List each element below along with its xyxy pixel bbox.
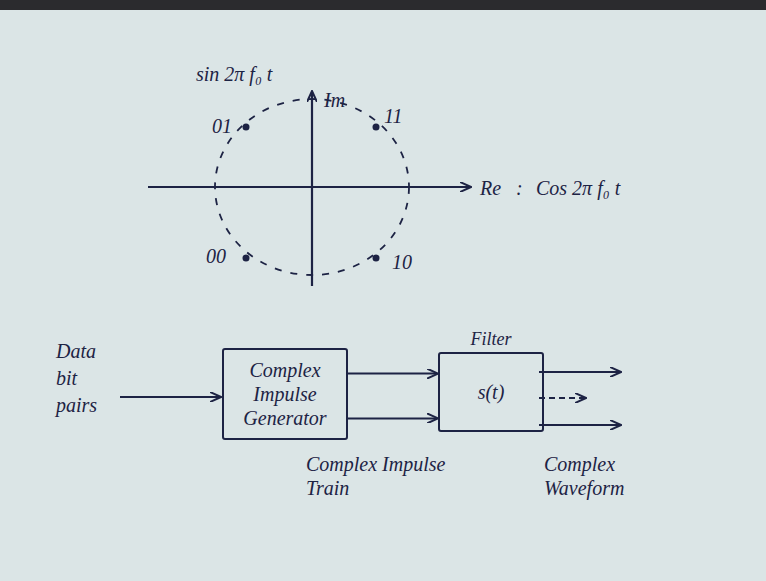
symbol-bits: 11 [384,104,403,128]
symbol-dot [243,124,250,131]
axis-function-label: Cos 2π f₀ t [536,176,620,200]
signal-label: Complex Impulse Train [306,452,456,500]
symbol-dot [243,255,250,262]
axis-name: Re [480,176,501,200]
input-label: Data bit pairs [56,338,118,419]
symbol-bits: 01 [212,114,232,138]
symbol-bits: 00 [206,244,226,268]
box-heading: Filter [471,328,512,350]
input-arrow [120,396,220,398]
box-label: Complex Impulse Generator [230,358,340,430]
imag-axis [311,92,313,286]
top-edge-band [0,0,766,10]
axis-name: Im [324,88,345,112]
box-label: s(t) [446,380,536,404]
axis-function-label: sin 2π f₀ t [196,62,272,86]
output-dashed-arrow [539,397,585,399]
signal-connector [348,417,437,419]
filter-box: Filters(t) [438,352,544,432]
process-box: Complex Impulse Generator [222,348,348,440]
output-arrow [539,424,620,426]
real-axis [148,186,470,188]
signal-connector [348,373,437,375]
output-arrow [539,371,620,373]
symbol-bits: 10 [392,250,412,274]
signal-label: Complex Waveform [544,452,644,500]
symbol-dot [373,255,380,262]
separator: : [516,176,523,200]
symbol-dot [373,124,380,131]
